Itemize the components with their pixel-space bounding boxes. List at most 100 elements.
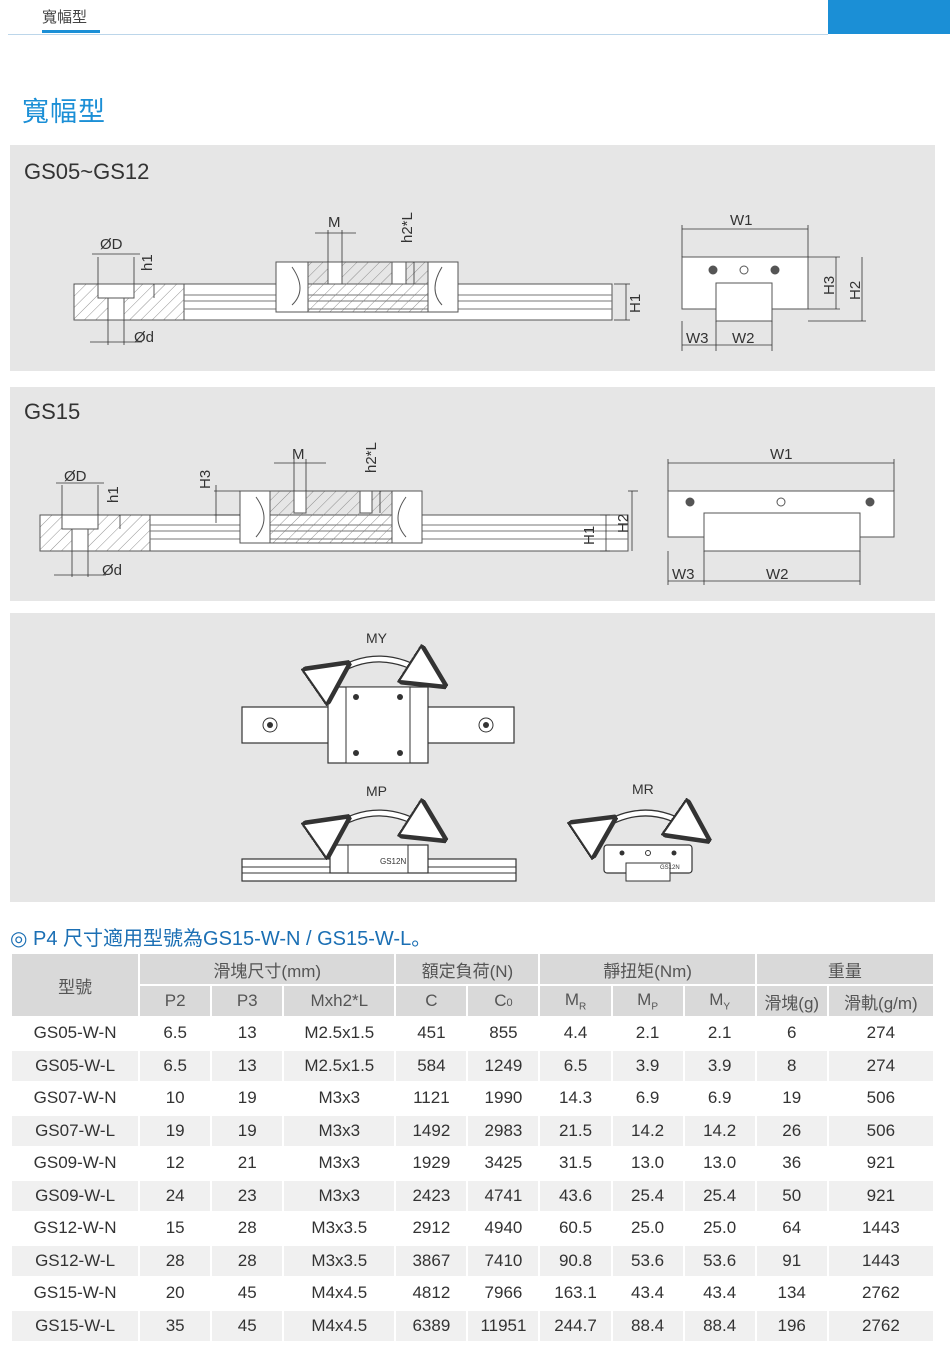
cell-model: GS07-W-N bbox=[12, 1083, 139, 1114]
cell-mp: 25.4 bbox=[612, 1180, 683, 1211]
front-view-gs15 bbox=[667, 490, 895, 552]
cell-my: 6.9 bbox=[684, 1083, 755, 1114]
cell-mxh2l: M3x3 bbox=[284, 1180, 395, 1211]
cell-p3: 23 bbox=[212, 1180, 283, 1211]
cell-mr: 31.5 bbox=[540, 1148, 611, 1179]
mp-side-view: GS12N bbox=[241, 844, 517, 882]
front-view-gs05 bbox=[681, 256, 809, 322]
th-model: 型號 bbox=[12, 954, 139, 1016]
cell-mxh2l: M2.5x1.5 bbox=[284, 1050, 395, 1081]
th-block-weight: 滑塊(g) bbox=[756, 986, 827, 1016]
cell-my: 43.4 bbox=[684, 1278, 755, 1309]
drawing-gs15-side: ØD h1 H3 M h2*L Ød H1 H2 W1 W3 W2 bbox=[39, 442, 895, 585]
cell-my: 88.4 bbox=[684, 1310, 755, 1341]
cell-mr: 43.6 bbox=[540, 1180, 611, 1211]
cell-p3: 19 bbox=[212, 1115, 283, 1146]
dim-h2l-gs15: h2*L bbox=[363, 442, 380, 473]
cell-mr: 60.5 bbox=[540, 1213, 611, 1244]
cell-model: GS12-W-L bbox=[12, 1245, 139, 1276]
cell-rail-weight: 921 bbox=[828, 1180, 933, 1211]
cell-p3: 13 bbox=[212, 1018, 283, 1049]
cell-p2: 10 bbox=[140, 1083, 211, 1114]
spec-table: 型號 滑塊尺寸(mm) 額定負荷(N) 靜扭矩(Nm) 重量 P2 P3 Mxh… bbox=[10, 952, 935, 1343]
cell-model: GS07-W-L bbox=[12, 1115, 139, 1146]
cell-mp: 3.9 bbox=[612, 1050, 683, 1081]
cell-model: GS09-W-L bbox=[12, 1180, 139, 1211]
cell-mxh2l: M3x3.5 bbox=[284, 1213, 395, 1244]
cell-c: 6389 bbox=[396, 1310, 467, 1341]
dim-h2-gs15: H2 bbox=[615, 514, 632, 533]
cell-c0: 4940 bbox=[468, 1213, 539, 1244]
dim-od-gs15: ØD bbox=[64, 468, 87, 485]
dim-w3: W3 bbox=[686, 330, 709, 347]
mr-front-view: GS12N bbox=[603, 844, 693, 882]
dim-w2: W2 bbox=[732, 330, 755, 347]
label-mp: MP bbox=[366, 783, 387, 799]
cell-block-weight: 64 bbox=[756, 1213, 827, 1244]
cell-p2: 24 bbox=[140, 1180, 211, 1211]
tab-active-indicator bbox=[42, 30, 100, 33]
cell-model: GS15-W-L bbox=[12, 1310, 139, 1341]
drawing-gs05-side: ØD h1 Ød M h2*L H1 W1 H3 H2 W3 W2 bbox=[73, 212, 866, 351]
cell-p3: 19 bbox=[212, 1083, 283, 1114]
dim-w3-gs15: W3 bbox=[672, 566, 695, 583]
th-mp: MP bbox=[612, 986, 683, 1016]
cell-block-weight: 36 bbox=[756, 1148, 827, 1179]
cell-p2: 12 bbox=[140, 1148, 211, 1179]
cell-rail-weight: 506 bbox=[828, 1083, 933, 1114]
th-my: MY bbox=[684, 986, 755, 1016]
cell-p2: 6.5 bbox=[140, 1050, 211, 1081]
cell-mp: 88.4 bbox=[612, 1310, 683, 1341]
cell-p3: 21 bbox=[212, 1148, 283, 1179]
th-static-moment: 靜扭矩(Nm) bbox=[540, 954, 755, 984]
cell-c0: 7966 bbox=[468, 1278, 539, 1309]
header-divider bbox=[8, 34, 828, 35]
cell-model: GS12-W-N bbox=[12, 1213, 139, 1244]
cell-model: GS09-W-N bbox=[12, 1148, 139, 1179]
th-mr-main: M bbox=[564, 989, 579, 1009]
cell-mxh2l: M4x4.5 bbox=[284, 1310, 395, 1341]
cell-p2: 15 bbox=[140, 1213, 211, 1244]
cell-block-weight: 134 bbox=[756, 1278, 827, 1309]
cell-mr: 163.1 bbox=[540, 1278, 611, 1309]
cell-mxh2l: M3x3 bbox=[284, 1148, 395, 1179]
block-side-view-gs15 bbox=[239, 490, 423, 544]
panel-label-gs15: GS15 bbox=[24, 399, 81, 424]
cell-c: 2912 bbox=[396, 1213, 467, 1244]
header-accent-block bbox=[828, 0, 950, 34]
cell-mxh2l: M3x3 bbox=[284, 1083, 395, 1114]
th-p2: P2 bbox=[140, 986, 211, 1016]
dim-h2l: h2*L bbox=[399, 212, 416, 243]
label-my: MY bbox=[366, 630, 388, 646]
cell-model: GS15-W-N bbox=[12, 1278, 139, 1309]
cell-rail-weight: 1443 bbox=[828, 1213, 933, 1244]
dim-w2-gs15: W2 bbox=[766, 566, 789, 583]
cell-model: GS05-W-N bbox=[12, 1018, 139, 1049]
th-rated-load: 額定負荷(N) bbox=[396, 954, 539, 984]
p4-note: ◎ P4 尺寸適用型號為GS15-W-N / GS15-W-L。 bbox=[10, 928, 432, 950]
cell-p2: 6.5 bbox=[140, 1018, 211, 1049]
cell-mr: 90.8 bbox=[540, 1245, 611, 1276]
dim-m: M bbox=[328, 214, 341, 231]
tab-wide-type[interactable]: 寬幅型 bbox=[42, 8, 88, 26]
th-block-size: 滑塊尺寸(mm) bbox=[140, 954, 395, 984]
cell-c: 3867 bbox=[396, 1245, 467, 1276]
th-c0-main: C bbox=[494, 991, 507, 1010]
block-side-view bbox=[275, 261, 459, 313]
cell-block-weight: 91 bbox=[756, 1245, 827, 1276]
cell-my: 25.0 bbox=[684, 1213, 755, 1244]
dim-h3: H3 bbox=[821, 276, 838, 295]
cell-block-weight: 19 bbox=[756, 1083, 827, 1114]
cell-c: 1929 bbox=[396, 1148, 467, 1179]
dim-h2: H2 bbox=[847, 281, 864, 300]
th-c: C bbox=[396, 986, 467, 1016]
label-mr: MR bbox=[632, 781, 654, 797]
cell-p3: 13 bbox=[212, 1050, 283, 1081]
cell-my: 2.1 bbox=[684, 1018, 755, 1049]
th-mp-main: M bbox=[637, 989, 652, 1009]
cell-p3: 45 bbox=[212, 1278, 283, 1309]
